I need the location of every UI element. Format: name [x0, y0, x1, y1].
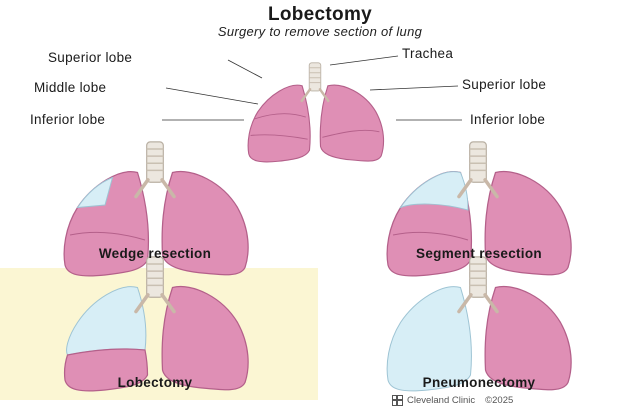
label-right-superior-lobe: Superior lobe	[462, 77, 546, 92]
label-right-inferior-lobe: Inferior lobe	[470, 112, 545, 127]
caption-lobectomy: Lobectomy	[20, 375, 290, 390]
caption-segment-resection: Segment resection	[344, 246, 614, 261]
cleveland-clinic-logo-icon	[392, 395, 403, 406]
pneumonectomy-illustration	[387, 257, 571, 391]
label-left-inferior-lobe: Inferior lobe	[30, 112, 105, 127]
credit-brand: Cleveland Clinic	[407, 395, 475, 406]
label-left-middle-lobe: Middle lobe	[34, 80, 106, 95]
lobectomy-illustration	[65, 257, 249, 391]
caption-pneumonectomy: Pneumonectomy	[344, 375, 614, 390]
label-trachea: Trachea	[402, 46, 453, 61]
credit-line: Cleveland Clinic ©2025	[392, 395, 513, 406]
credit-copyright: ©2025	[485, 395, 513, 406]
label-left-superior-lobe: Superior lobe	[48, 50, 132, 65]
caption-wedge-resection: Wedge resection	[20, 246, 290, 261]
main-lung-diagram	[248, 63, 383, 162]
